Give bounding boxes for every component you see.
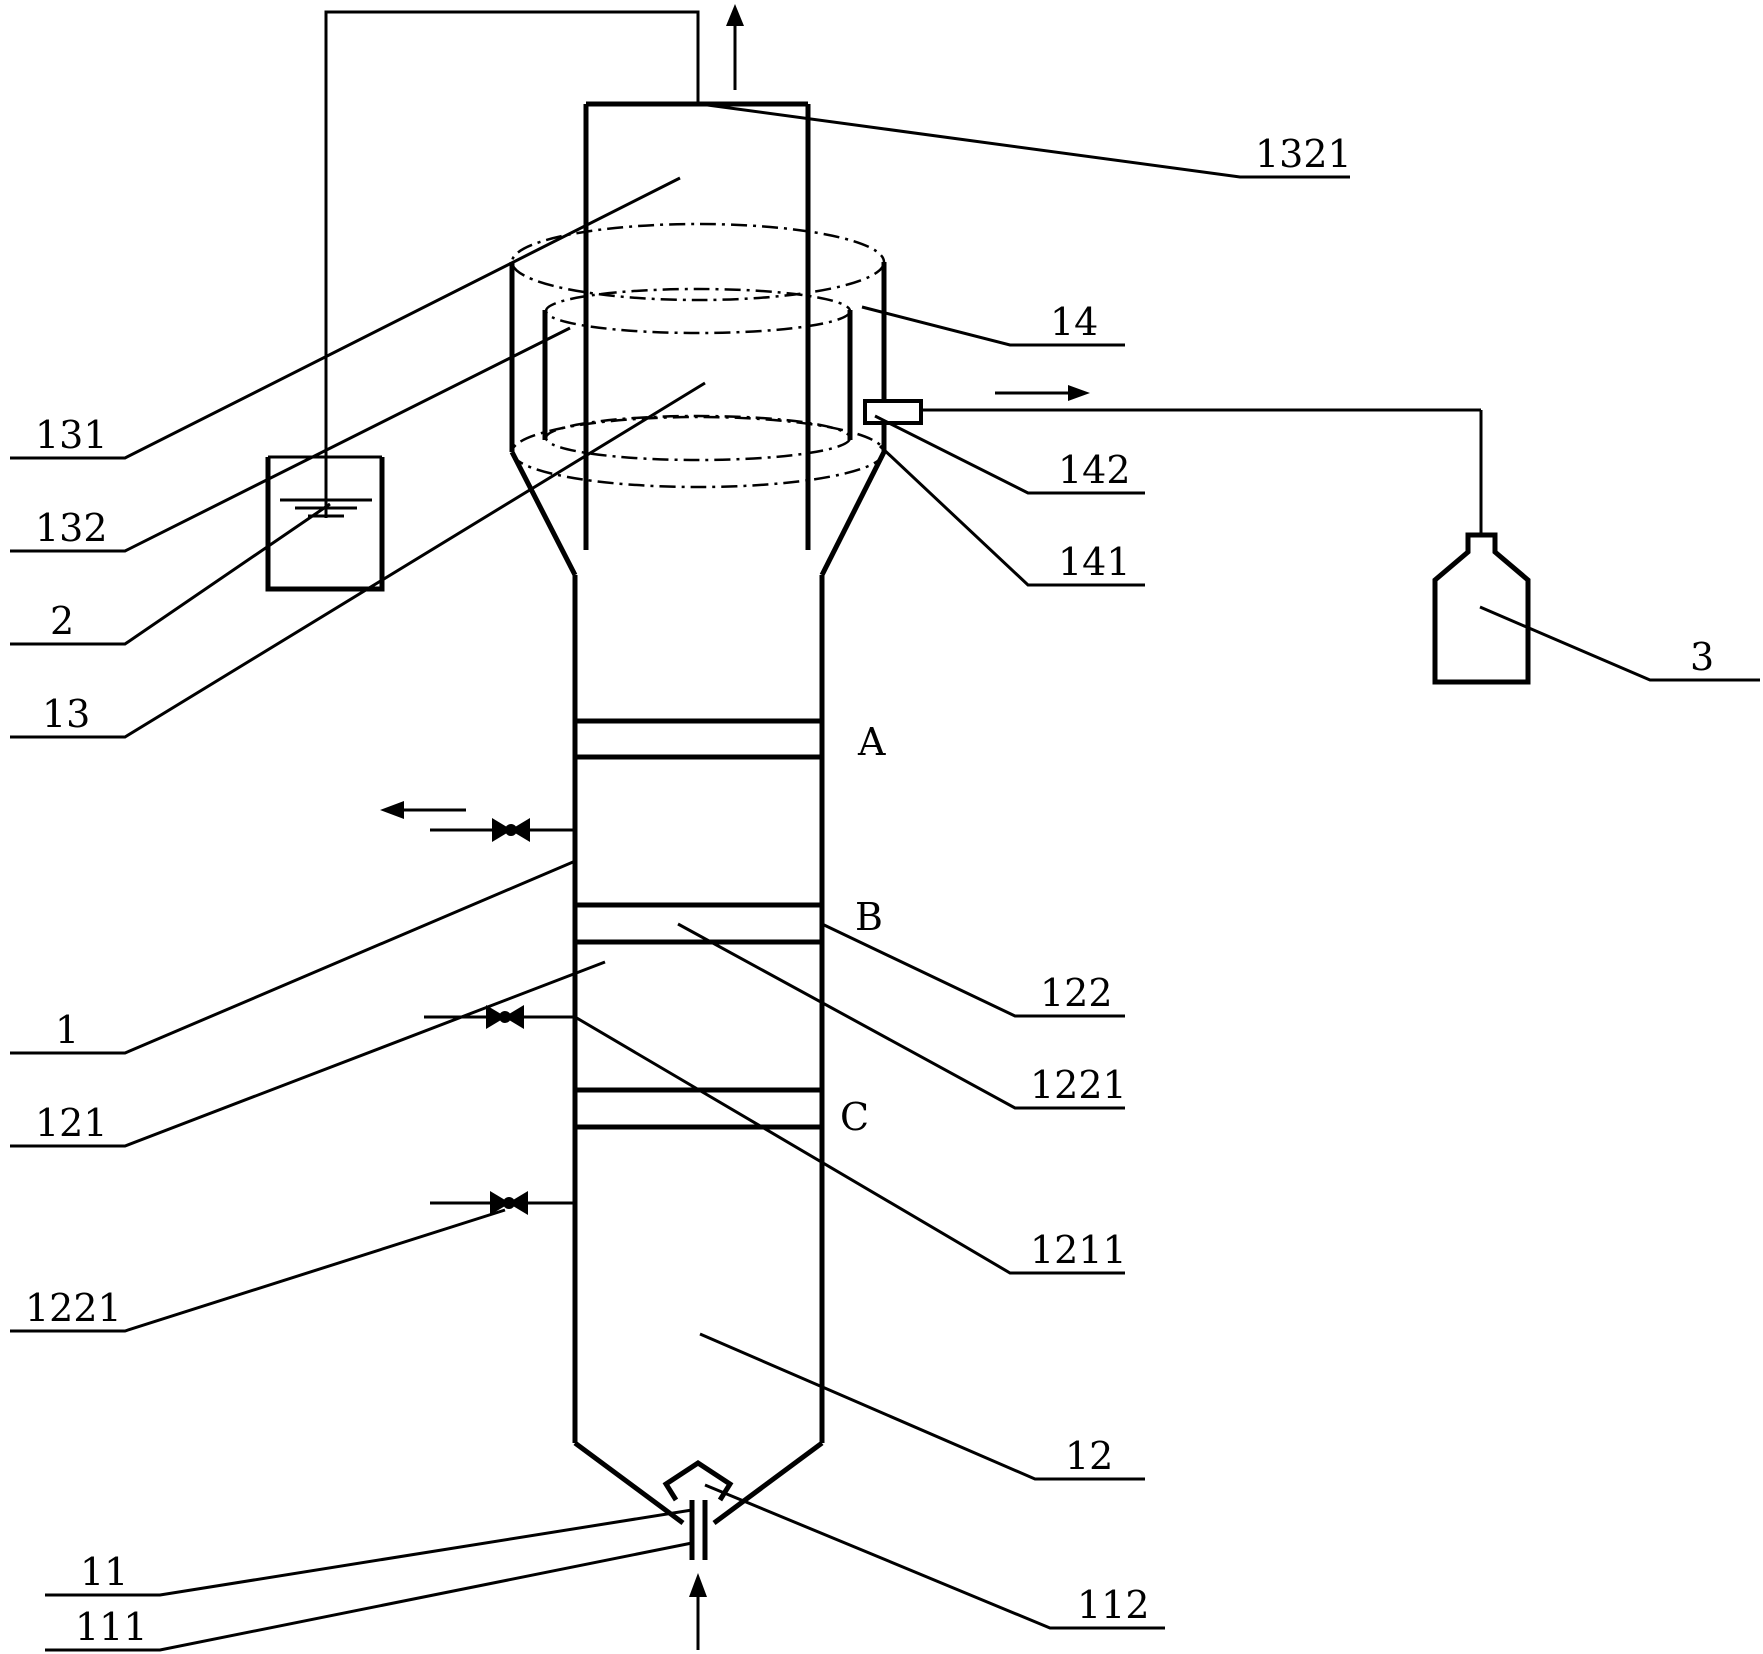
label-112: 112 xyxy=(1077,1583,1150,1627)
label-13: 13 xyxy=(42,692,90,736)
labels: 1321 14 131 142 132 141 2 3 13 A B C 122… xyxy=(25,132,1714,1649)
label-132: 132 xyxy=(35,506,108,550)
sample-arrow-icon xyxy=(380,801,404,819)
label-1211: 1211 xyxy=(1030,1228,1127,1272)
label-3: 3 xyxy=(1690,635,1714,679)
collection-bottle xyxy=(1432,532,1531,685)
inlet-arrow xyxy=(689,1573,707,1597)
label-142: 142 xyxy=(1058,448,1131,492)
label-1321: 1321 xyxy=(1255,132,1352,176)
label-1: 1 xyxy=(55,1008,79,1052)
label-1221-right: 1221 xyxy=(1030,1063,1127,1107)
inlet-distributor xyxy=(662,1460,734,1650)
label-2: 2 xyxy=(50,599,74,643)
label-14: 14 xyxy=(1050,300,1098,344)
label-141: 141 xyxy=(1058,540,1131,584)
label-111: 111 xyxy=(75,1605,148,1649)
label-122: 122 xyxy=(1040,971,1113,1015)
label-C: C xyxy=(840,1095,869,1139)
valve-icon xyxy=(490,1191,510,1215)
valve-icon xyxy=(486,1005,506,1029)
overflow-port xyxy=(863,399,923,425)
effluent-arrow xyxy=(1068,385,1090,401)
zone-bands xyxy=(575,718,822,1130)
reactor-column xyxy=(572,101,825,1526)
label-B: B xyxy=(855,895,883,939)
label-1221-left: 1221 xyxy=(25,1286,122,1330)
gas-pipe xyxy=(324,4,744,518)
top-outlet-arrow xyxy=(726,4,744,26)
label-121: 121 xyxy=(35,1101,108,1145)
label-11: 11 xyxy=(80,1550,128,1594)
sampling-port-top xyxy=(380,801,575,842)
effluent-pipe xyxy=(863,385,1483,535)
leader-lines xyxy=(10,102,1760,1652)
outer-jacket xyxy=(509,222,887,577)
sampling-port-middle xyxy=(424,1005,575,1029)
valve-icon xyxy=(492,818,512,842)
label-131: 131 xyxy=(35,413,108,457)
label-A: A xyxy=(857,720,886,764)
label-12: 12 xyxy=(1065,1434,1113,1478)
inner-ring xyxy=(542,287,853,462)
sampling-port-bottom xyxy=(430,1191,575,1215)
